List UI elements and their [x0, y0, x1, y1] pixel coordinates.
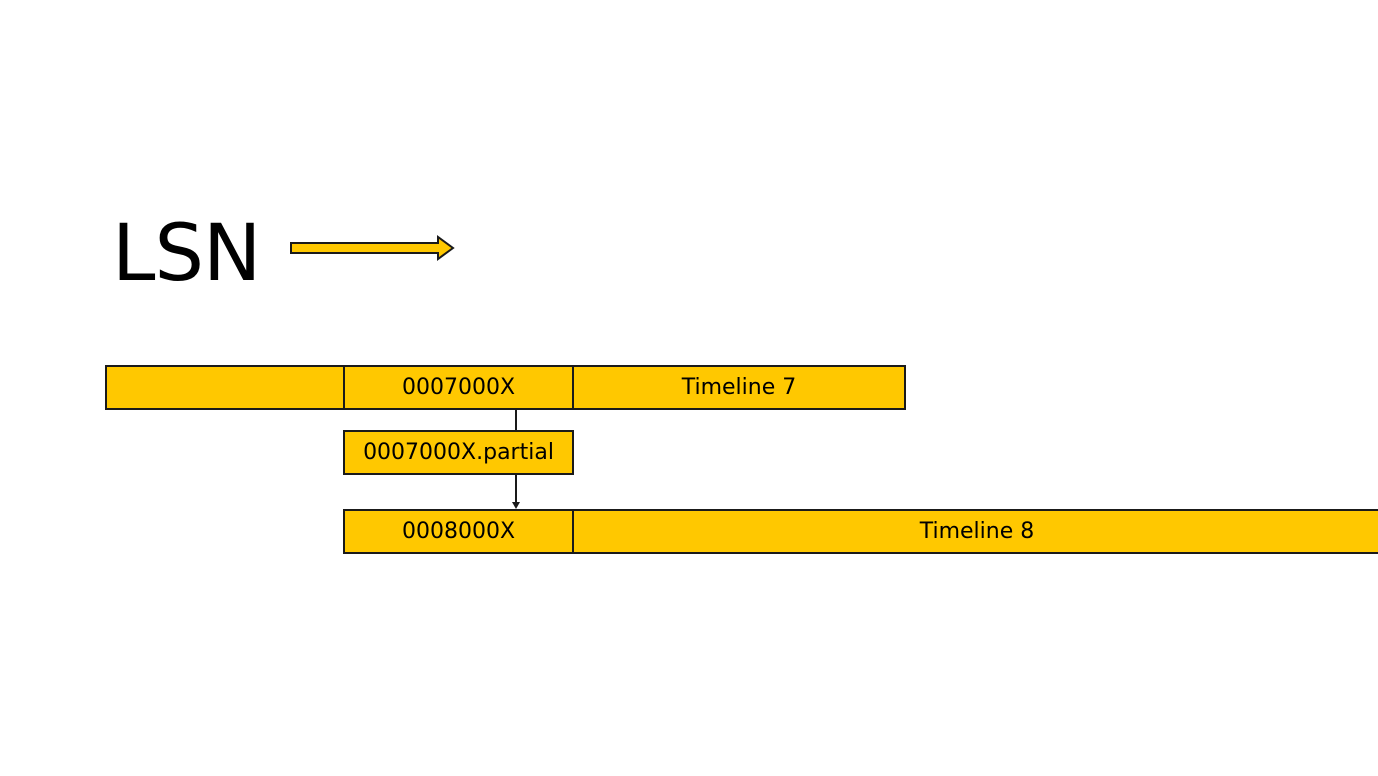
segment-label: Timeline 8	[919, 519, 1035, 544]
connector-arrowhead-icon	[512, 502, 520, 509]
connector-line-bottom	[515, 475, 517, 503]
partial-segment: 0007000X.partial	[343, 430, 574, 475]
segment-label: Timeline 7	[681, 375, 797, 400]
timeline7-segment-0007000X: 0007000X	[343, 365, 574, 410]
segment-label: 0007000X.partial	[363, 440, 554, 465]
lsn-axis-label: LSN	[112, 209, 261, 299]
segment-label: 0008000X	[401, 519, 516, 544]
timeline7-segment-timeline: Timeline 7	[572, 365, 906, 410]
timeline8-segment-0008000X: 0008000X	[343, 509, 574, 554]
connector-line-top	[515, 410, 517, 431]
timeline8-segment-timeline: Timeline 8	[572, 509, 1378, 554]
segment-label: 0007000X	[401, 375, 516, 400]
lsn-direction-arrow-icon	[290, 235, 455, 261]
timeline7-segment-start	[105, 365, 345, 410]
